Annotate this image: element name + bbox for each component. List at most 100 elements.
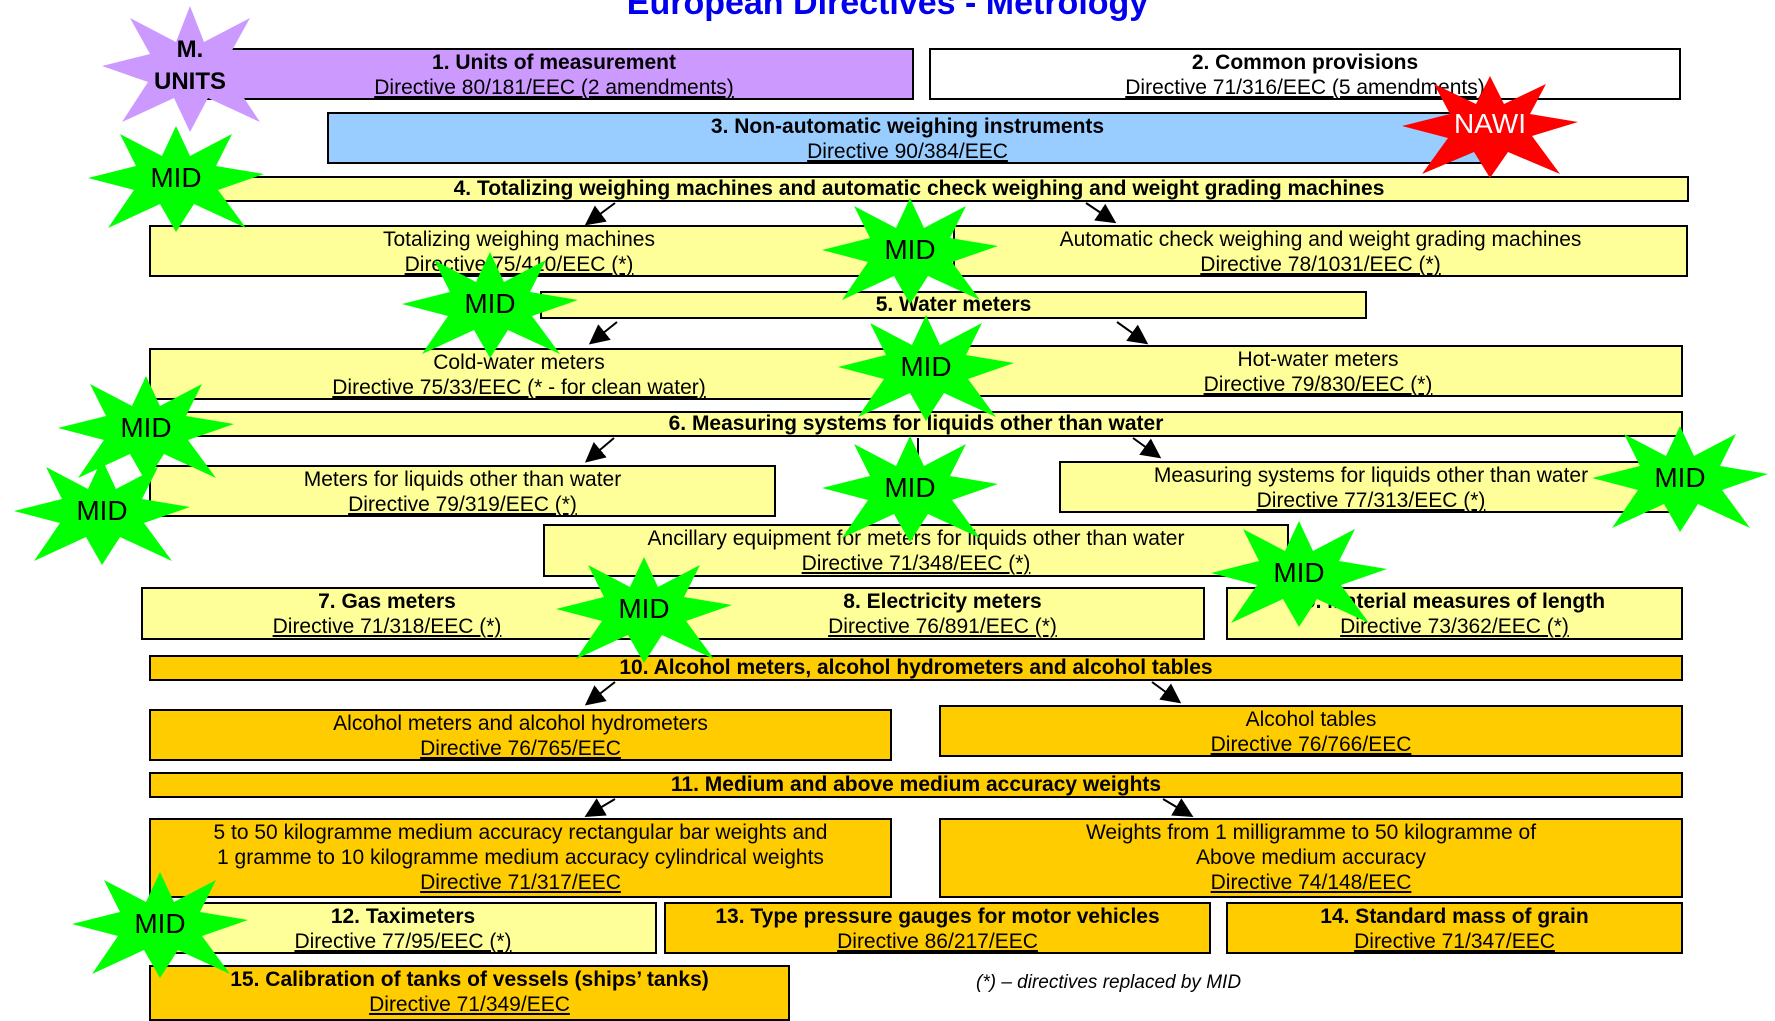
nawi-label: NAWI: [1453, 108, 1527, 139]
arrow-11-left: [584, 798, 616, 818]
box-heading: 8. Electricity meters: [843, 590, 1042, 613]
electricity-meters-box: 8. Electricity meters Directive 76/891/E…: [680, 587, 1205, 640]
alcohol-tables-box: Alcohol tables Directive 76/766/EEC: [939, 705, 1683, 757]
automatic-check-weighing-box: Automatic check weighing and weight grad…: [953, 225, 1688, 277]
box-directive: Directive 71/347/EEC: [1354, 930, 1555, 953]
mid-star: MID: [820, 434, 1000, 544]
box-directive: Directive 77/95/EEC (*): [294, 930, 512, 953]
alcohol-header-bar: 10. Alcohol meters, alcohol hydrometers …: [149, 655, 1683, 681]
box-directive: Directive 79/830/EEC (*): [1203, 373, 1433, 396]
box-heading: 13. Type pressure gauges for motor vehic…: [715, 905, 1160, 928]
box-directive: Directive 76/765/EEC: [420, 737, 621, 760]
m-units-line2: UNITS: [154, 68, 226, 95]
mid-label: MID: [618, 593, 670, 624]
mid-star: MID: [56, 374, 236, 484]
mid-label: MID: [884, 234, 936, 265]
box-text: Automatic check weighing and weight grad…: [1059, 228, 1582, 251]
nawi-star: NAWI: [1400, 74, 1580, 180]
totalizing-header-bar: 4. Totalizing weighing machines and auto…: [149, 176, 1689, 202]
medium-accuracy-weights-box: 5 to 50 kilogramme medium accuracy recta…: [149, 818, 892, 898]
cold-water-meters-box: Cold-water meters Directive 75/33/EEC (*…: [149, 348, 889, 400]
units-of-measurement-box: 1. Units of measurement Directive 80/181…: [194, 48, 914, 100]
arrow-6-left: [584, 437, 615, 463]
box-directive: Directive 80/181/EEC (2 amendments): [374, 76, 734, 99]
arrow-10-right: [1151, 681, 1182, 704]
taximeters-box: 12. Taximeters Directive 77/95/EEC (*): [149, 902, 657, 954]
mid-label: MID: [150, 162, 202, 193]
totalizing-weighing-box: Totalizing weighing machines Directive 7…: [149, 225, 889, 277]
box-directive: Directive 77/313/EEC (*): [1256, 489, 1486, 512]
tanks-calibration-box: 15. Calibration of tanks of vessels (shi…: [149, 965, 790, 1021]
box-text: Alcohol meters and alcohol hydrometers: [333, 712, 708, 735]
box-directive: Directive 71/348/EEC (*): [801, 552, 1031, 575]
box-text: Measuring systems for liquids other than…: [1153, 464, 1589, 487]
arrow-4-left: [584, 202, 616, 226]
box-directive: Directive 86/217/EEC: [837, 930, 1038, 953]
box-text: Cold-water meters: [433, 351, 605, 374]
footnote: (*) – directives replaced by MID: [976, 972, 1242, 993]
mass-of-grain-box: 14. Standard mass of grain Directive 71/…: [1226, 902, 1683, 954]
box-heading: 11. Medium and above medium accuracy wei…: [670, 773, 1162, 796]
mid-star: MID: [400, 250, 580, 360]
box-directive: Directive 75/33/EEC (* - for clean water…: [332, 376, 706, 399]
box-directive: Directive 75/410/EEC (*): [404, 253, 634, 276]
mid-star: MID: [1209, 519, 1389, 629]
box-directive: Directive 78/1031/EEC (*): [1200, 253, 1441, 276]
mid-label: MID: [900, 351, 952, 382]
box-directive: Directive 76/891/EEC (*): [828, 615, 1057, 638]
box-text: Ancillary equipment for meters for liqui…: [647, 527, 1185, 550]
gas-meters-box: 7. Gas meters Directive 71/318/EEC (*): [141, 587, 633, 640]
box-heading: 10. Alcohol meters, alcohol hydrometers …: [619, 656, 1213, 679]
hot-water-meters-box: Hot-water meters Directive 79/830/EEC (*…: [953, 345, 1683, 397]
page-title: European Directives - Metrology: [626, 0, 1149, 22]
mid-label: MID: [120, 412, 172, 443]
box-directive: Directive 79/319/EEC (*): [348, 493, 577, 516]
box-heading: 12. Taximeters: [330, 905, 476, 928]
box-text: Totalizing weighing machines: [383, 228, 655, 251]
box-text: Alcohol tables: [1245, 708, 1377, 731]
box-heading: 2. Common provisions: [1191, 51, 1419, 74]
mid-star: MID: [70, 870, 250, 980]
liquids-header-bar: 6. Measuring systems for liquids other t…: [149, 411, 1683, 437]
box-heading: 6. Measuring systems for liquids other t…: [668, 412, 1164, 435]
common-provisions-box: 2. Common provisions Directive 71/316/EE…: [929, 48, 1681, 100]
above-medium-weights-box: Weights from 1 milligramme to 50 kilogra…: [939, 818, 1683, 898]
arrow-10-left: [584, 681, 616, 706]
box-directive: Directive 71/317/EEC: [420, 871, 621, 894]
mid-label: MID: [884, 472, 936, 503]
box-directive: Directive 90/384/EEC: [807, 140, 1008, 163]
water-meters-header-bar: 5. Water meters: [540, 291, 1367, 319]
arrow-6-right: [1132, 437, 1162, 459]
measuring-systems-liquids-box: Measuring systems for liquids other than…: [1059, 461, 1683, 513]
mid-label: MID: [1654, 462, 1706, 493]
box-directive: Directive 71/316/EEC (5 amendments): [1125, 76, 1485, 99]
box-text: Meters for liquids other than water: [303, 468, 622, 491]
mid-label: MID: [76, 495, 128, 526]
box-heading: 14. Standard mass of grain: [1320, 905, 1589, 928]
mid-star: MID: [1590, 424, 1770, 534]
box-directive: Directive 71/318/EEC (*): [272, 615, 502, 638]
box-heading: 1. Units of measurement: [432, 51, 676, 74]
box-directive: Directive 73/362/EEC (*): [1340, 615, 1569, 638]
box-heading: 9. Material measures of length: [1303, 590, 1606, 613]
mid-label: MID: [134, 908, 186, 939]
box-text-line1: 5 to 50 kilogramme medium accuracy recta…: [213, 821, 828, 844]
box-heading: 15. Calibration of tanks of vessels (shi…: [230, 968, 709, 991]
box-text: Hot-water meters: [1237, 348, 1399, 371]
box-text-line2: Above medium accuracy: [1196, 846, 1426, 869]
mid-label: MID: [464, 288, 516, 319]
mid-star: MID: [554, 555, 734, 665]
m-units-line1: M.: [176, 36, 204, 63]
nawi-box: 3. Non-automatic weighing instruments Di…: [327, 112, 1488, 164]
mid-star: MID: [12, 457, 192, 567]
box-directive: Directive 74/148/EEC: [1210, 871, 1412, 894]
box-heading: 4. Totalizing weighing machines and auto…: [453, 177, 1385, 200]
arrow-4-right: [1085, 202, 1117, 224]
mid-star: MID: [86, 124, 266, 234]
mid-star: MID: [836, 313, 1016, 423]
box-heading: 3. Non-automatic weighing instruments: [710, 115, 1105, 138]
box-heading: 5. Water meters: [875, 293, 1032, 316]
m-units-star: M. UNITS: [100, 4, 280, 134]
pressure-gauges-box: 13. Type pressure gauges for motor vehic…: [664, 902, 1211, 954]
box-text-line2: 1 gramme to 10 kilogramme medium accurac…: [217, 846, 824, 869]
